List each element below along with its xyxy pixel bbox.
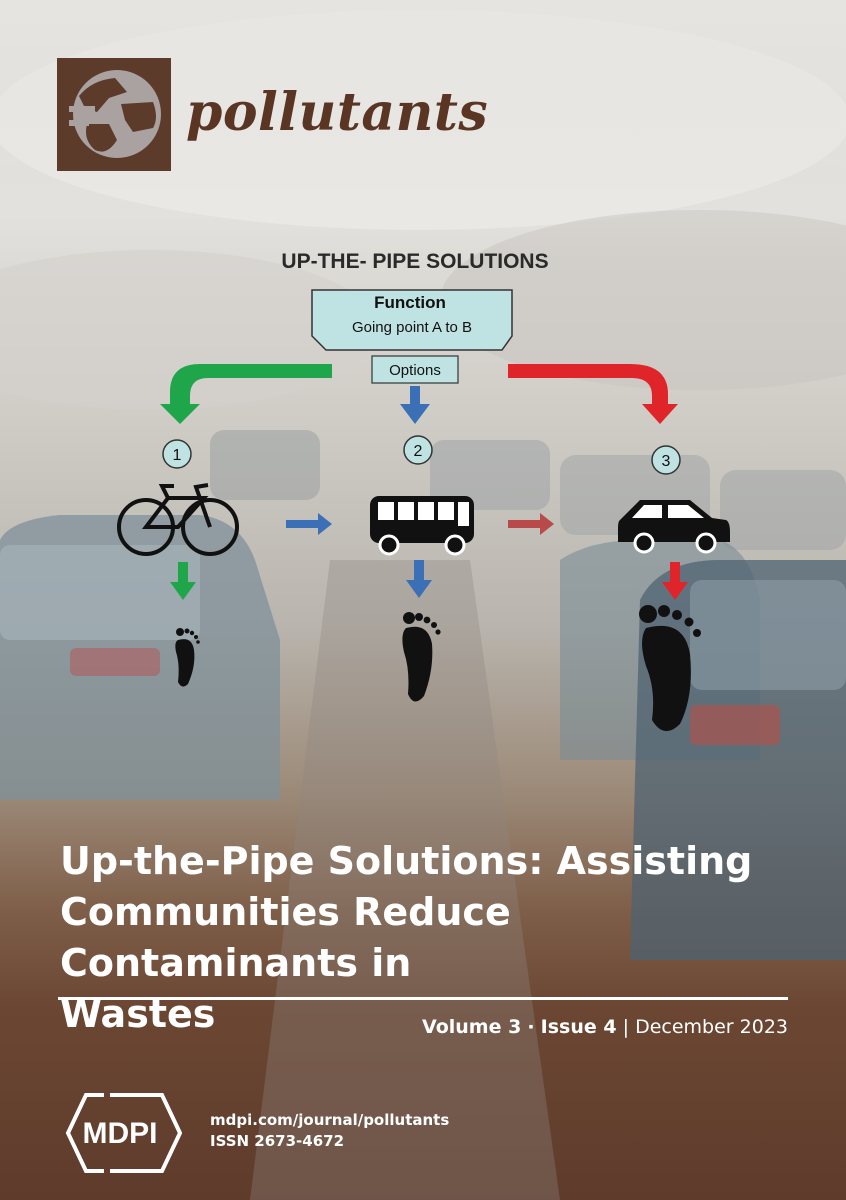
journal-links: mdpi.com/journal/pollutants ISSN 2673-46… xyxy=(210,1110,449,1152)
volume-label: Volume 3 xyxy=(422,1016,522,1038)
mdpi-name: MDPI xyxy=(83,1117,158,1150)
function-text: Going point A to B xyxy=(352,319,472,336)
red-arrow xyxy=(508,364,678,424)
issue-label: Issue 4 xyxy=(540,1016,617,1038)
large-footprint-icon xyxy=(639,605,701,732)
green-arrow-down xyxy=(170,562,196,600)
options-label: Options xyxy=(389,362,441,379)
small-footprint-icon xyxy=(175,628,200,687)
red-arrow-down xyxy=(662,562,688,600)
option-3-circle xyxy=(651,445,681,475)
mdpi-hexagon-icon xyxy=(110,1093,182,1173)
option-1-number: 1 xyxy=(173,447,182,464)
option-2-circle xyxy=(403,435,433,465)
issue-info: Volume 3 · Issue 4 | December 2023 xyxy=(422,1016,788,1038)
article-title-line-1: Up-the-Pipe Solutions: Assisting xyxy=(60,839,753,883)
diagram-title: UP-THE- PIPE SOLUTIONS xyxy=(281,250,548,273)
issue-divider: | xyxy=(622,1016,630,1038)
option-1-circle xyxy=(162,439,192,469)
article-title: Up-the-Pipe Solutions: Assisting Communi… xyxy=(60,836,800,1040)
green-arrow xyxy=(160,364,332,424)
article-title-line-2: Communities Reduce Contaminants in xyxy=(60,890,511,985)
issue-date: December 2023 xyxy=(635,1016,788,1038)
journal-url[interactable]: mdpi.com/journal/pollutants xyxy=(210,1111,450,1129)
option-2-number: 2 xyxy=(414,443,423,460)
options-box xyxy=(371,355,459,384)
car-icon xyxy=(618,500,730,554)
option-3-number: 3 xyxy=(662,453,671,470)
up-the-pipe-diagram: UP-THE- PIPE SOLUTIONS Function Going po… xyxy=(117,250,730,732)
journal-name: pollutants xyxy=(186,82,489,143)
issue-separator: · xyxy=(527,1016,535,1038)
function-title: Function xyxy=(374,293,446,312)
blue-arrow-down xyxy=(406,560,432,598)
function-box xyxy=(311,289,513,351)
journal-logo xyxy=(57,58,171,171)
bus-icon xyxy=(370,496,474,556)
divider-line xyxy=(58,997,788,1000)
journal-issn: ISSN 2673-4672 xyxy=(210,1132,345,1150)
red-arrow-right xyxy=(508,513,554,535)
globe-logo-icon xyxy=(69,70,161,158)
blue-arrow-top xyxy=(400,386,430,424)
blue-arrow-right xyxy=(286,513,332,535)
medium-footprint-icon xyxy=(402,612,441,702)
bicycle-icon xyxy=(117,483,239,556)
mdpi-logo: MDPI xyxy=(65,1093,182,1173)
